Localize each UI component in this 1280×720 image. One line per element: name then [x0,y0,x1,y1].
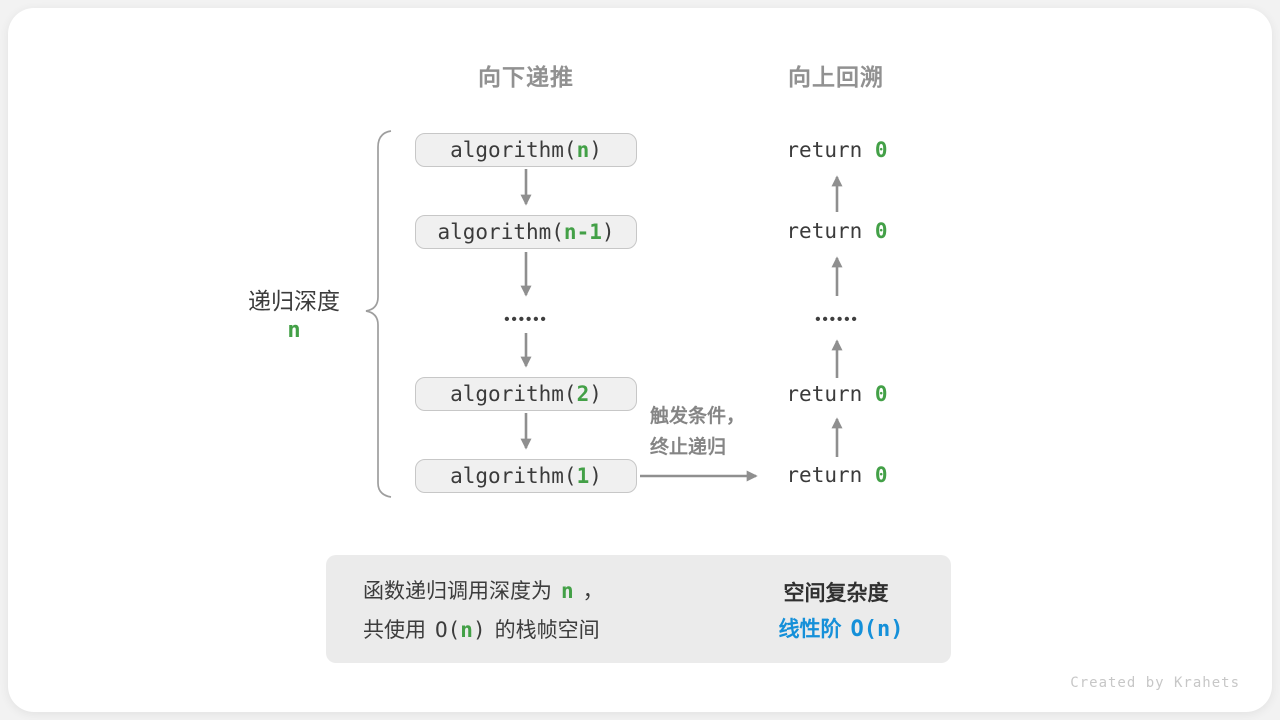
summary-line1: 函数递归调用深度为 n ， [363,572,663,611]
frame-label: algorithm( [437,220,564,244]
complexity-order-label: 线性阶 [778,618,842,641]
frame-arg: 2 [576,382,590,406]
return-value: 0 [874,219,888,243]
frame-label: algorithm( [450,382,577,406]
frame-arg: 1 [576,464,590,488]
frame-label: algorithm( [450,138,577,162]
summary-complexity-code: ) [472,618,486,642]
header-downward-recursion: 向下递推 [478,64,574,90]
frame-algorithm-n-1: algorithm(n-1) [415,215,637,249]
returns-ellipsis: •••••• [815,311,859,328]
complexity-notation: O(n) [850,617,904,642]
summary-text-segment: 共使用 [363,619,426,642]
return-value: 0 [874,463,888,487]
summary-line2: 共使用 O(n) 的栈帧空间 [363,611,663,650]
return-keyword: return [786,382,875,406]
frame-label: ) [589,464,602,488]
summary-panel [326,555,951,663]
summary-text-segment: 的栈帧空间 [494,619,600,642]
recursion-depth-label: 递归深度 [248,288,340,314]
frame-arg: n-1 [563,220,602,244]
summary-complexity-code: O( [435,618,461,642]
frame-label: ) [601,220,615,244]
space-complexity-value: 线性阶 O(n) [731,613,951,643]
return-statement: return 0 [726,379,948,409]
frame-arg: n [576,138,590,162]
return-value: 0 [874,382,888,406]
summary-text-segment: 函数递归调用深度为 [363,580,552,603]
frame-label: ) [589,382,602,406]
recursion-depth-var: n [287,318,301,343]
base-case-note: 触发条件， 终止递归 [650,401,780,463]
frame-algorithm-1: algorithm(1) [415,459,637,493]
return-value: 0 [874,138,888,162]
return-keyword: return [786,463,875,487]
summary-text-segment: ， [582,580,604,603]
return-keyword: return [786,219,875,243]
return-statement: return 0 [726,216,948,246]
return-keyword: return [786,138,875,162]
space-complexity-title: 空间复杂度 [783,582,889,605]
return-statement: return 0 [726,460,948,490]
frame-algorithm-2: algorithm(2) [415,377,637,411]
frame-label: ) [589,138,602,162]
return-statement: return 0 [726,135,948,165]
frame-algorithm-n: algorithm(n) [415,133,637,167]
frame-label: algorithm( [450,464,577,488]
base-case-note-line1: 触发条件， [650,406,746,427]
credit-watermark: Created by Krahets [1070,675,1240,691]
base-case-note-line2: 终止递归 [650,437,727,458]
stack-ellipsis: •••••• [504,311,548,328]
summary-var: n [561,579,574,603]
summary-var: n [460,618,473,642]
header-upward-backtrack: 向上回溯 [788,64,884,90]
